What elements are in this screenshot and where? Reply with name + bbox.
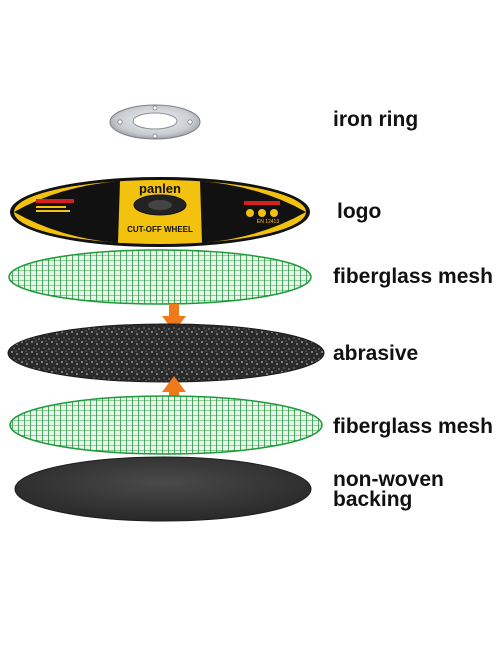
iron-ring-label: iron ring <box>333 108 419 131</box>
iron-ring-layer <box>109 104 201 140</box>
logo-brand-text: panlen <box>139 181 181 196</box>
fiberglass-mesh-top-label: fiberglass mesh <box>333 265 493 288</box>
fiberglass-mesh-top-layer <box>8 249 312 305</box>
non-woven-backing-label: non-woven backing <box>333 468 444 511</box>
logo-layer: panlen CUT-OFF WHEEL EN 12413 <box>10 177 310 247</box>
iron-ring-hole <box>132 112 178 130</box>
abrasive-label: abrasive <box>333 342 419 365</box>
logo-standard-text: EN 12413 <box>257 219 279 225</box>
abrasive-layer <box>7 323 325 383</box>
logo-product-text: CUT-OFF WHEEL <box>127 225 193 234</box>
fiberglass-mesh-bottom-layer <box>9 395 323 455</box>
fiberglass-mesh-bottom-label: fiberglass mesh <box>333 415 493 438</box>
non-woven-backing-layer <box>14 456 312 522</box>
logo-label: logo <box>337 200 382 223</box>
